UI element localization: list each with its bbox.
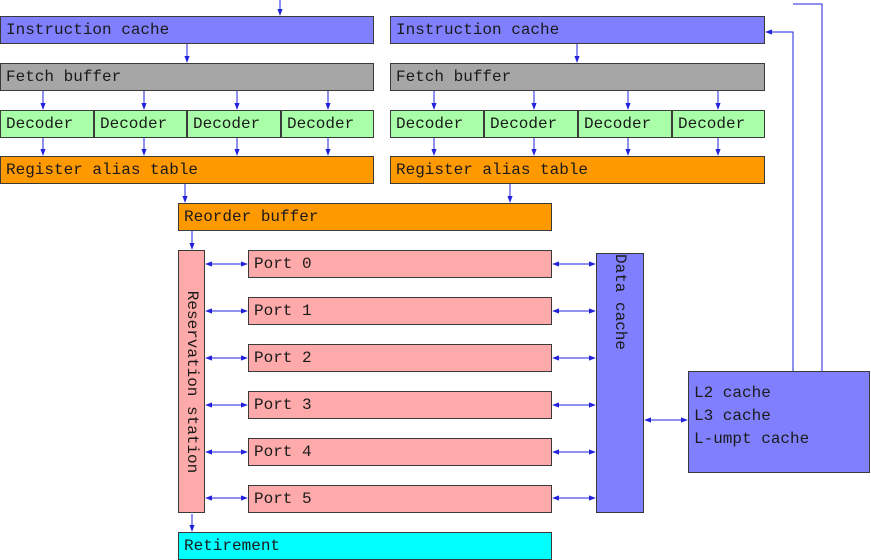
port-1: Port 1 — [248, 297, 552, 325]
decoder-label: Decoder — [396, 115, 464, 133]
instruction-cache-left: Instruction cache — [0, 16, 374, 44]
lumpt-cache-label: L-umpt cache — [694, 430, 810, 448]
decoder-left-4: Decoder — [281, 110, 374, 138]
port-label: Port 2 — [254, 349, 312, 367]
decoder-label: Decoder — [490, 115, 558, 133]
reservation-station: Reservation station — [178, 250, 205, 513]
instruction-cache-right: Instruction cache — [390, 16, 765, 44]
port-0: Port 0 — [248, 250, 552, 278]
port-3: Port 3 — [248, 391, 552, 419]
fetch-buffer-left-label: Fetch buffer — [6, 68, 122, 86]
register-alias-table-right-label: Register alias table — [396, 161, 589, 179]
reorder-buffer-label: Reorder buffer — [184, 208, 319, 226]
data-cache: Data cache — [596, 253, 644, 513]
register-alias-table-left-label: Register alias table — [6, 161, 199, 179]
instruction-cache-right-label: Instruction cache — [396, 21, 560, 39]
decoder-right-3: Decoder — [578, 110, 672, 138]
decoder-right-1: Decoder — [390, 110, 484, 138]
decoder-right-2: Decoder — [484, 110, 578, 138]
port-2: Port 2 — [248, 344, 552, 372]
arrow-l2-to-icache-right — [765, 29, 794, 371]
decoder-label: Decoder — [6, 115, 74, 133]
port-label: Port 1 — [254, 302, 312, 320]
reorder-buffer: Reorder buffer — [178, 203, 552, 231]
l2-cache-label: L2 cache — [694, 384, 771, 402]
port-4: Port 4 — [248, 438, 552, 466]
fetch-buffer-right: Fetch buffer — [390, 63, 765, 91]
decoder-left-2: Decoder — [94, 110, 187, 138]
instruction-cache-left-label: Instruction cache — [6, 21, 170, 39]
decoder-label: Decoder — [100, 115, 168, 133]
port-label: Port 4 — [254, 443, 312, 461]
port-label: Port 3 — [254, 396, 312, 414]
l3-cache-label: L3 cache — [694, 407, 771, 425]
decoder-label: Decoder — [287, 115, 355, 133]
decoder-label: Decoder — [193, 115, 261, 133]
decoder-label: Decoder — [584, 115, 652, 133]
fetch-buffer-right-label: Fetch buffer — [396, 68, 512, 86]
register-alias-table-left: Register alias table — [0, 156, 374, 184]
register-alias-table-right: Register alias table — [390, 156, 765, 184]
decoder-left-3: Decoder — [187, 110, 281, 138]
port-label: Port 0 — [254, 255, 312, 273]
port-5: Port 5 — [248, 485, 552, 513]
fetch-buffer-left: Fetch buffer — [0, 63, 374, 91]
port-label: Port 5 — [254, 490, 312, 508]
decoder-left-1: Decoder — [0, 110, 94, 138]
wire-l2-to-top — [793, 3, 823, 371]
decoder-right-4: Decoder — [672, 110, 765, 138]
outer-caches: L2 cache L3 cache L-umpt cache — [688, 371, 870, 473]
retirement-label: Retirement — [184, 537, 281, 555]
outer-caches-list: L2 cache L3 cache L-umpt cache — [694, 382, 809, 451]
decoder-label: Decoder — [678, 115, 746, 133]
